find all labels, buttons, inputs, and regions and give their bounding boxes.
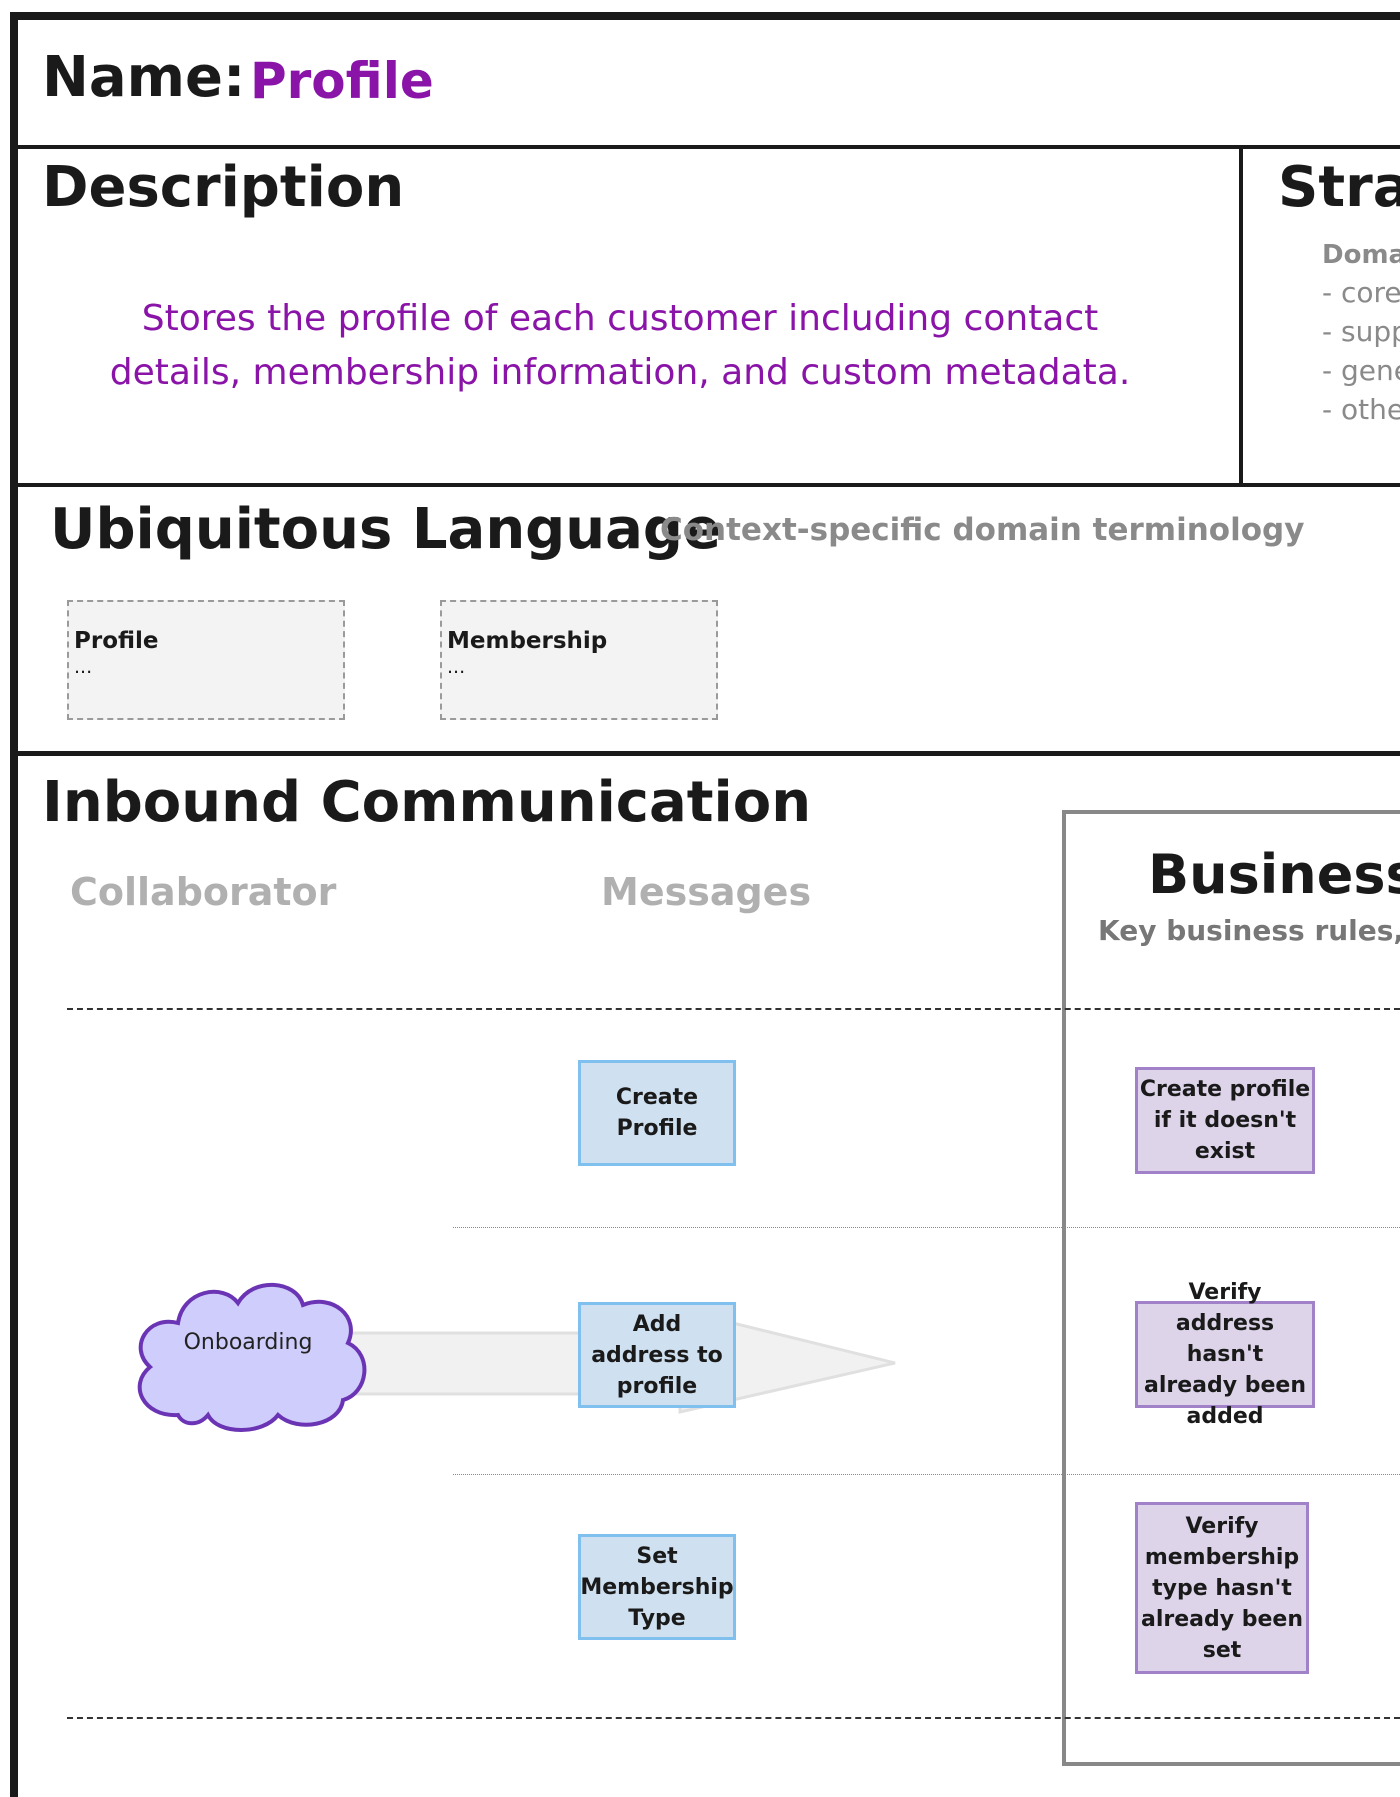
- strategic-item: - core: [1322, 276, 1400, 309]
- ubiquitous-language-subtitle: Context-specific domain terminology: [660, 512, 1305, 548]
- strategic-item: - supp: [1322, 315, 1400, 348]
- context-name: Profile: [250, 52, 434, 110]
- divider-language-row: [10, 751, 1400, 756]
- messages-column-header: Messages: [601, 870, 812, 914]
- messages-top-separator: [67, 1008, 1400, 1010]
- message-row-separator: [453, 1227, 1400, 1228]
- strategic-item: - other: [1322, 393, 1400, 426]
- term-body: ...: [447, 656, 466, 678]
- message-set-membership-type: Set Membership Type: [578, 1534, 736, 1640]
- term-card-profile: Profile ...: [67, 600, 345, 720]
- strategic-item: - gene: [1322, 354, 1400, 387]
- term-card-membership: Membership ...: [440, 600, 718, 720]
- description-text: Stores the profile of each customer incl…: [109, 298, 1131, 393]
- message-row-separator: [453, 1474, 1400, 1475]
- rule-verify-address: Verify address hasn't already been added: [1135, 1280, 1315, 1429]
- strategic-subheading: Doma: [1322, 240, 1400, 270]
- rule-create-profile: Create profile if it doesn't exist: [1135, 1067, 1315, 1174]
- messages-bottom-separator: [67, 1717, 1400, 1719]
- frame-left-border: [10, 12, 18, 1797]
- divider-name-row: [10, 145, 1400, 149]
- collaborator-onboarding: Onboarding: [183, 1330, 313, 1355]
- divider-description-strategic: [1239, 145, 1243, 485]
- ubiquitous-language-title: Ubiquitous Language: [50, 497, 721, 562]
- business-rules-panel: [1062, 810, 1400, 1766]
- cloud-icon: [137, 1282, 367, 1432]
- frame-top-border: [10, 12, 1400, 20]
- term-body: ...: [74, 656, 93, 678]
- business-rules-subtitle: Key business rules, p: [1098, 914, 1400, 947]
- name-label: Name:: [42, 45, 246, 110]
- message-create-profile: Create Profile: [578, 1060, 736, 1166]
- term-title: Membership: [447, 628, 608, 654]
- collaborator-column-header: Collaborator: [70, 870, 337, 914]
- divider-description-row: [10, 483, 1400, 487]
- business-rules-title: Business: [1148, 843, 1400, 906]
- rule-verify-membership: Verify membership type hasn't already be…: [1135, 1502, 1309, 1674]
- message-add-address: Add address to profile: [578, 1302, 736, 1408]
- description-title: Description: [42, 155, 405, 220]
- inbound-communication-title: Inbound Communication: [42, 770, 812, 835]
- term-title: Profile: [74, 628, 159, 654]
- strategic-title: Stra: [1278, 155, 1400, 220]
